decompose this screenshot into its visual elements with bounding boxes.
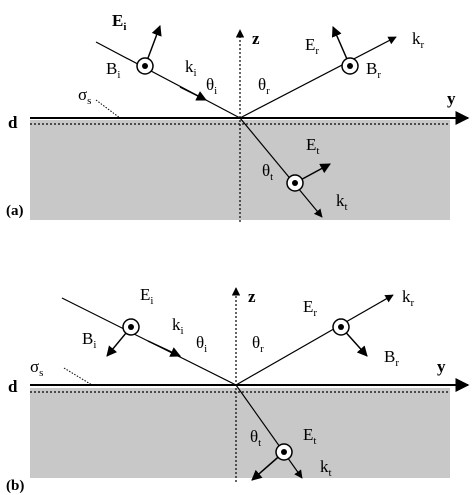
z-label-a: z (252, 29, 260, 48)
kr-label-a: kr (412, 29, 425, 51)
Er-label-b: Er (303, 297, 317, 319)
theta-t-label-b: θt (250, 427, 261, 449)
sigma-label-a: σs (78, 85, 91, 107)
transmitted-ray-a (239, 117, 323, 218)
Ei-label-b: Ei (140, 285, 153, 307)
Ei-out-of-page-symbol-b (122, 318, 140, 336)
Et-label-b: Et (303, 425, 316, 447)
Br-label-a: Br (366, 59, 381, 81)
transmitted-ray-b (235, 384, 303, 479)
y-label-b: y (437, 357, 446, 376)
incident-k-arrow-a (179, 86, 207, 101)
panel-b: (b) z y d σs Ei Bi ki θi θr Er kr Br Et … (6, 285, 470, 494)
z-label-b: z (248, 287, 256, 306)
theta-i-label-a: θi (206, 75, 217, 97)
Er-out-of-page-symbol-b (332, 318, 350, 336)
theta-i-label-b: θi (196, 333, 207, 355)
theta-r-label-a: θr (258, 75, 270, 97)
sigma-label-b: σs (30, 357, 43, 379)
Bt-out-of-page-symbol-a (286, 174, 304, 192)
kr-label-b: kr (402, 287, 415, 309)
theta-t-label-a: θt (262, 161, 273, 183)
Ei-label-a: Ei (112, 11, 126, 33)
sigma-pointer-b (63, 367, 93, 386)
kt-label-b: kt (320, 457, 332, 479)
y-label-a: y (447, 89, 456, 108)
incident-ray-a (95, 41, 241, 119)
Et-label-a: Et (306, 135, 319, 157)
panel-tag-a: (a) (6, 203, 24, 219)
theta-r-label-b: θr (252, 333, 264, 355)
incident-k-arrow-b (147, 340, 181, 357)
Et-out-of-page-symbol-b (275, 443, 293, 461)
Bi-label-b: Bi (82, 329, 96, 351)
panel-a: (a) z y d σs Ei Bi ki θi θr Er kr Br Et … (6, 11, 470, 222)
sigma-pointer-a (95, 99, 121, 119)
Br-label-b: Br (384, 347, 399, 369)
ki-label-a: ki (185, 57, 197, 79)
panel-tag-b: (b) (6, 478, 24, 494)
reflected-ray-b (235, 294, 394, 386)
ki-label-b: ki (172, 315, 184, 337)
reflected-ray-a (239, 36, 397, 119)
Bi-out-of-page-symbol-a (136, 57, 154, 75)
d-label-a: d (8, 113, 18, 132)
medium-region-b (30, 388, 450, 478)
Er-label-a: Er (305, 35, 319, 57)
kt-label-a: kt (336, 191, 348, 213)
d-label-b: d (8, 377, 18, 396)
Bi-label-a: Bi (106, 59, 120, 81)
Br-out-of-page-symbol-a (341, 57, 359, 75)
